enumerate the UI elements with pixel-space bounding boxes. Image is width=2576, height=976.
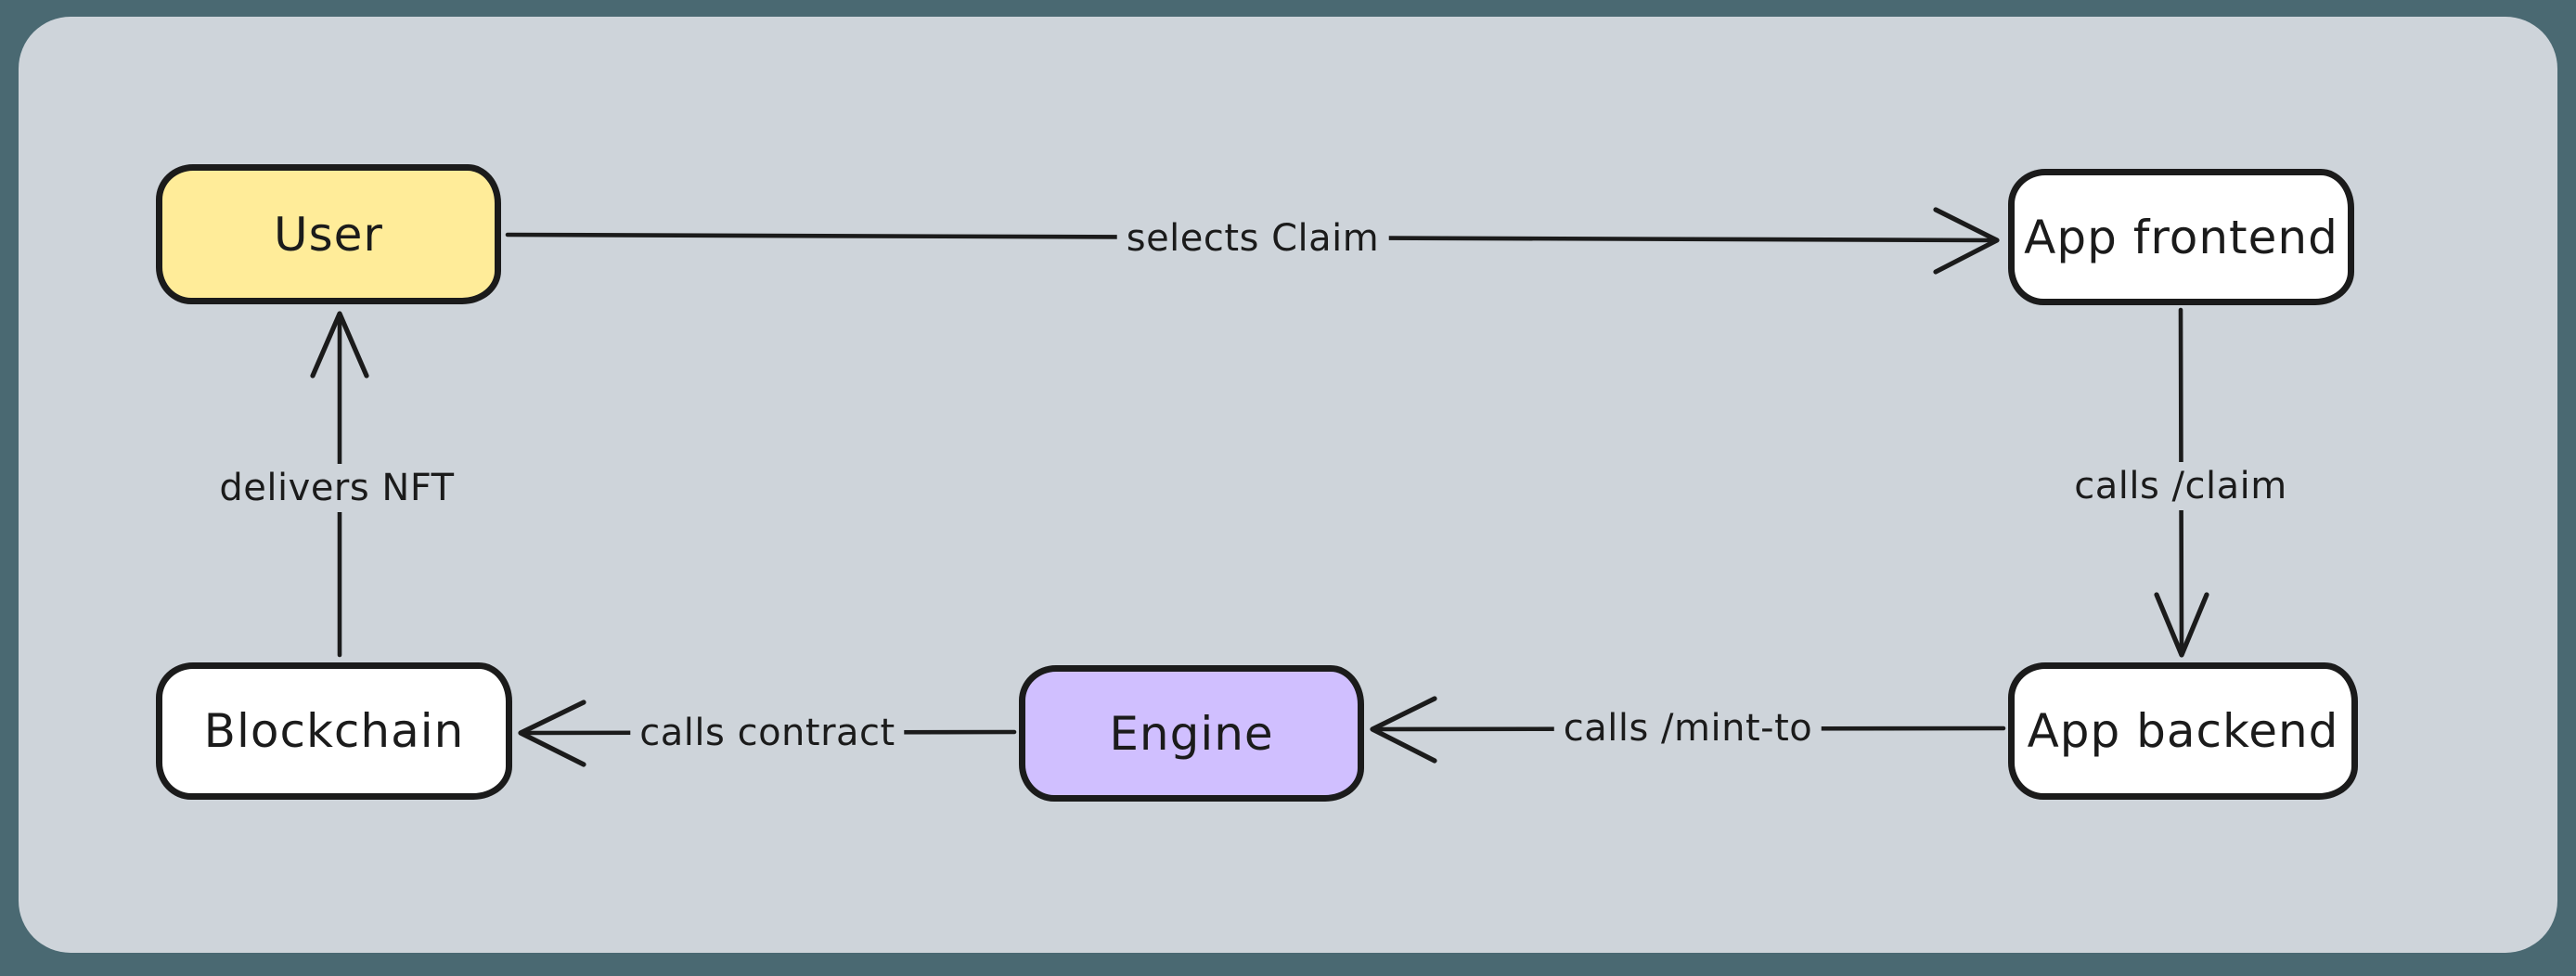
arrowhead-right-icon: [1933, 207, 2000, 275]
node-app-frontend: App frontend: [2008, 169, 2354, 305]
node-user-label: User: [274, 207, 383, 262]
node-app-backend-label: App backend: [2027, 704, 2339, 758]
node-user: User: [156, 164, 501, 304]
edge-label-calls-contract: calls contract: [630, 709, 905, 757]
edge-label-calls-claim: calls /claim: [2065, 462, 2297, 510]
edge-label-selects-claim: selects Claim: [1116, 214, 1389, 263]
node-blockchain-label: Blockchain: [203, 704, 465, 758]
node-engine: Engine: [1019, 665, 1364, 802]
edge-label-calls-mint-to: calls /mint-to: [1553, 704, 1823, 752]
node-blockchain: Blockchain: [156, 662, 512, 800]
arrowhead-down-icon: [2154, 592, 2209, 658]
node-app-frontend-label: App frontend: [2024, 210, 2338, 264]
arrowhead-left-icon: [1370, 696, 1437, 764]
edge-label-delivers-nft: delivers NFT: [210, 464, 464, 512]
arrowhead-up-icon: [310, 311, 369, 379]
node-engine-label: Engine: [1109, 706, 1274, 761]
arrowhead-left-icon: [518, 700, 586, 767]
node-app-backend: App backend: [2008, 662, 2358, 800]
